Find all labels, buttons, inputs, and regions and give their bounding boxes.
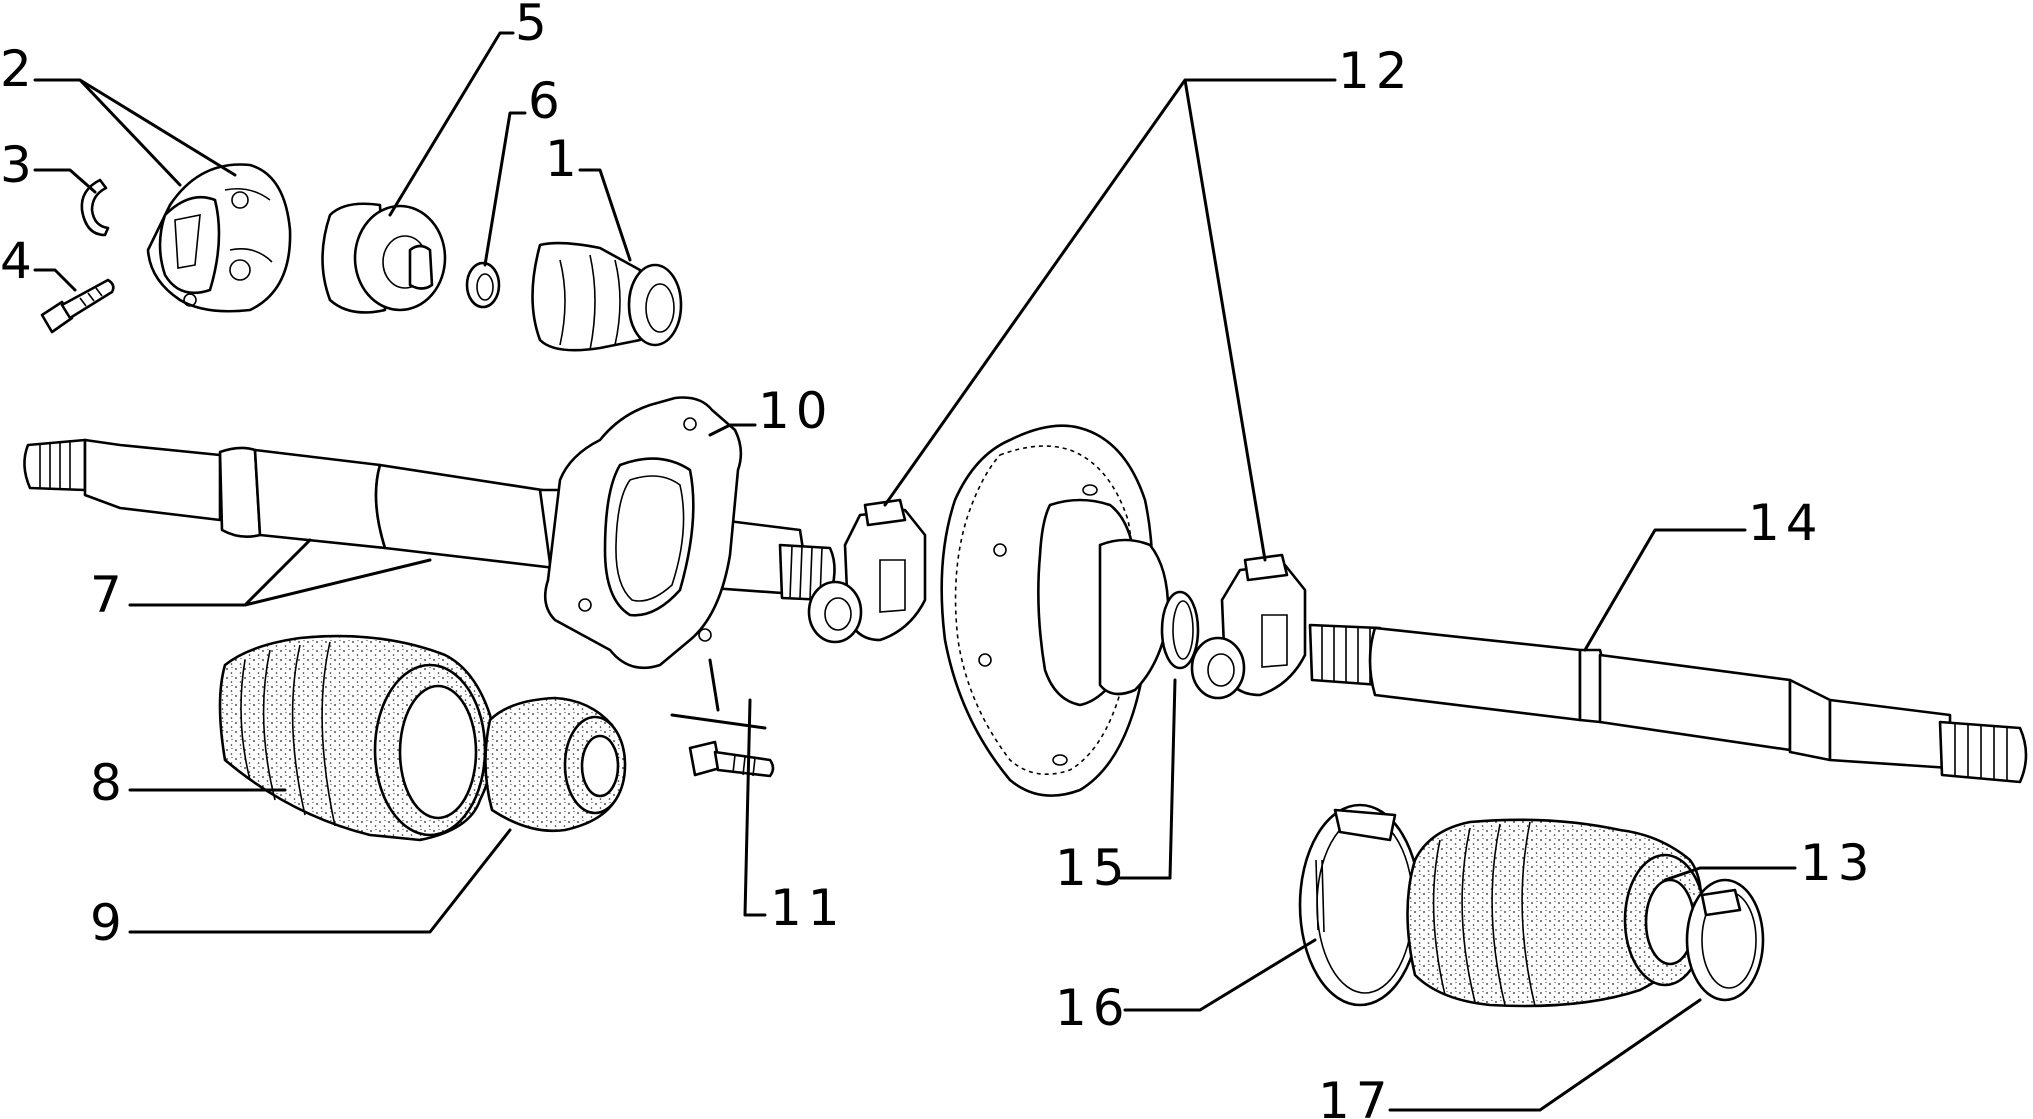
part-10-flange-plate [543,396,743,670]
callout-17: 17 [1318,1072,1394,1119]
part-4-bolt [40,278,115,334]
callout-11: 11 [770,879,846,937]
callout-5: 5 [515,0,553,52]
callout-9: 9 [90,894,128,952]
callout-14: 14 [1748,494,1824,552]
callout-8: 8 [90,754,128,812]
callout-10: 10 [758,382,834,440]
part-16-hose-clamp [1298,803,1422,1007]
callout-7: 7 [90,566,128,624]
part-12-joint-right [1190,553,1307,700]
callout-labels: 2 3 4 5 6 1 10 7 8 9 11 12 14 15 13 16 1… [0,0,1876,1119]
callout-12: 12 [1338,42,1414,100]
part-13-right-boot [1406,818,1707,1008]
part-2-joint-housing [146,163,292,313]
callout-1: 1 [545,130,583,188]
callout-6: 6 [528,72,566,130]
callout-16: 16 [1055,979,1131,1037]
part-5-bearing [321,202,447,314]
part-6-small-ring [465,261,501,309]
part-12-joint-left [807,498,927,644]
differential-ring-gear [940,424,1170,797]
part-8-large-boot [218,634,495,842]
callout-2: 2 [0,40,38,98]
part-14-right-shaft [1308,623,2028,784]
callout-4: 4 [0,232,38,290]
part-9-small-boot [484,696,627,833]
part-11-flange-bolt [688,740,775,778]
callout-15: 15 [1055,839,1131,897]
part-17-small-clamp [1685,878,1765,1002]
leader-lines [33,31,1797,1112]
part-15-snap-ring [1160,590,1200,670]
part-3-circlip [80,178,110,237]
callout-3: 3 [0,136,38,194]
callout-13: 13 [1800,834,1876,892]
part-1-bushing [531,241,683,352]
